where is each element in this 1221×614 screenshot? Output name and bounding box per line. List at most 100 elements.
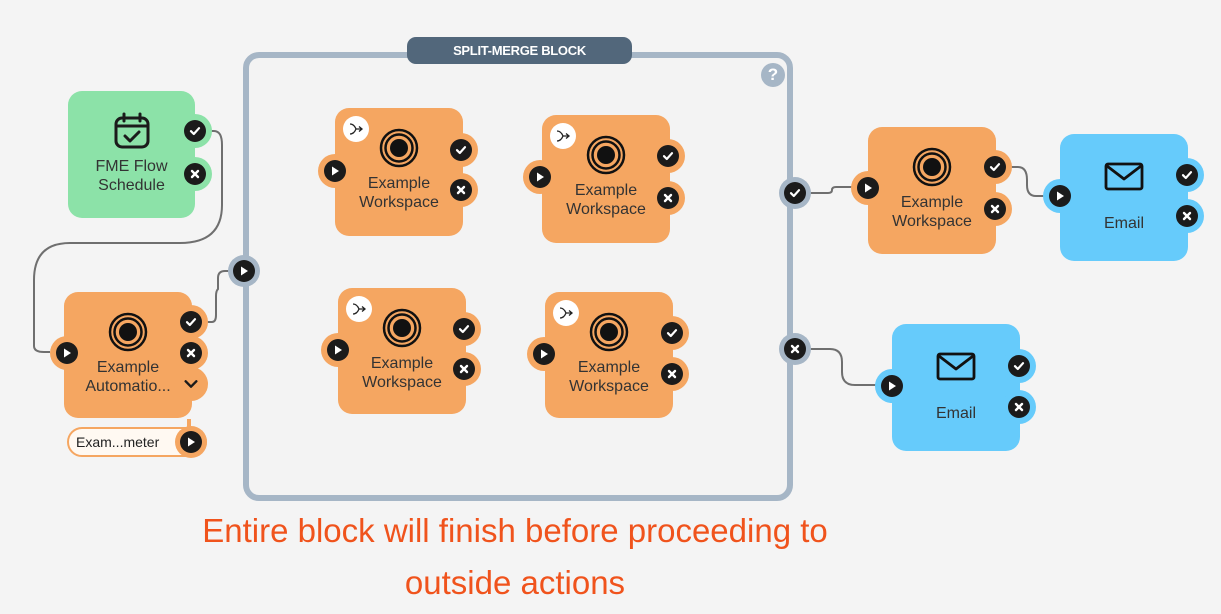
check-icon (662, 152, 674, 161)
email-node-success[interactable]: Email (1043, 134, 1204, 261)
input-port[interactable] (318, 154, 352, 188)
play-icon (335, 345, 342, 355)
node-label: Email (1103, 215, 1144, 232)
failure-port[interactable] (174, 336, 208, 370)
parameter-port[interactable] (175, 426, 207, 458)
target-icon (589, 312, 629, 352)
split-merge-block-title: SPLIT-MERGE BLOCK (407, 37, 632, 64)
success-port[interactable] (978, 150, 1012, 184)
node-label: Example Workspace (359, 175, 439, 211)
question-mark-icon[interactable]: ? (761, 63, 785, 87)
node-label: FME Flow Schedule (95, 158, 168, 194)
check-icon (458, 325, 470, 334)
target-icon (382, 308, 422, 348)
failure-port[interactable] (978, 192, 1012, 226)
x-icon (667, 369, 677, 379)
merge-icon (559, 307, 574, 319)
split-merge-block (243, 52, 793, 501)
chevron-down-icon (184, 380, 198, 388)
block-failure-port[interactable] (779, 333, 811, 365)
success-port[interactable] (655, 316, 689, 350)
wire-block-failure-to-email (810, 348, 876, 386)
check-icon (185, 318, 197, 327)
check-icon (989, 163, 1001, 172)
failure-port[interactable] (655, 357, 689, 391)
x-icon (190, 169, 200, 179)
check-icon (666, 329, 678, 338)
x-icon (790, 344, 800, 354)
check-icon (455, 146, 467, 155)
play-icon (188, 437, 195, 447)
envelope-icon (936, 352, 976, 381)
target-icon (379, 128, 419, 168)
target-icon (108, 312, 148, 352)
parameter-connector (187, 419, 191, 428)
x-icon (459, 364, 469, 374)
caption-line-2: outside actions (404, 564, 626, 601)
failure-port[interactable] (1002, 390, 1036, 424)
merge-icon (349, 123, 364, 135)
failure-port[interactable] (444, 173, 478, 207)
workspace-node-top-right[interactable]: Example Workspace (523, 115, 685, 243)
merge-badge (550, 123, 576, 149)
schedule-node[interactable]: FME Flow Schedule (68, 91, 212, 218)
workspace-node-bottom-right[interactable]: Example Workspace (527, 292, 689, 418)
play-icon (889, 381, 896, 391)
x-icon (1182, 211, 1192, 221)
caption-line-1: Entire block will finish before proceedi… (202, 512, 828, 549)
block-input-port[interactable] (228, 255, 260, 287)
expand-button[interactable] (174, 367, 208, 401)
success-port[interactable] (174, 305, 208, 339)
input-port[interactable] (527, 337, 561, 371)
success-port[interactable] (447, 312, 481, 346)
play-icon (241, 266, 248, 276)
x-icon (1014, 402, 1024, 412)
failure-port[interactable] (178, 157, 212, 191)
automation-node[interactable]: Example Automatio... (50, 292, 208, 418)
target-icon (586, 135, 626, 175)
wire-automation-to-block (205, 270, 229, 323)
workspace-node-bottom-left[interactable]: Example Workspace (321, 288, 481, 414)
input-port[interactable] (875, 369, 909, 403)
x-icon (990, 204, 1000, 214)
input-port[interactable] (851, 171, 885, 205)
node-label: Example Automatio... (85, 359, 171, 395)
input-port[interactable] (50, 336, 84, 370)
play-icon (332, 166, 339, 176)
check-icon (1181, 171, 1193, 180)
email-node-failure[interactable]: Email (875, 324, 1036, 451)
node-label: Email (935, 405, 976, 422)
play-icon (865, 183, 872, 193)
node-label: Example Workspace (566, 182, 646, 218)
failure-port[interactable] (447, 352, 481, 386)
success-port[interactable] (444, 133, 478, 167)
success-port[interactable] (1002, 349, 1036, 383)
wire-block-success-to-ws (810, 186, 852, 194)
failure-port[interactable] (651, 181, 685, 215)
success-port[interactable] (178, 114, 212, 148)
x-icon (186, 348, 196, 358)
check-icon (789, 189, 801, 198)
success-port[interactable] (651, 139, 685, 173)
workspace-node-outside[interactable]: Example Workspace (851, 127, 1012, 254)
parameter-label: Exam...meter (76, 434, 160, 450)
parameter-pill[interactable]: Exam...meter (67, 426, 207, 458)
success-port[interactable] (1170, 158, 1204, 192)
merge-badge (553, 300, 579, 326)
workspace-node-top-left[interactable]: Example Workspace (318, 108, 478, 236)
x-icon (663, 193, 673, 203)
wire-ws-to-email (1010, 166, 1045, 197)
input-port[interactable] (321, 333, 355, 367)
envelope-icon (1104, 162, 1144, 191)
play-icon (541, 349, 548, 359)
node-label: Example Workspace (362, 355, 442, 391)
play-icon (64, 348, 71, 358)
input-port[interactable] (523, 160, 557, 194)
node-label: Example Workspace (892, 194, 972, 230)
merge-icon (352, 303, 367, 315)
input-port[interactable] (1043, 179, 1077, 213)
target-icon (912, 147, 952, 187)
block-success-port[interactable] (779, 177, 811, 209)
merge-badge (346, 296, 372, 322)
failure-port[interactable] (1170, 199, 1204, 233)
